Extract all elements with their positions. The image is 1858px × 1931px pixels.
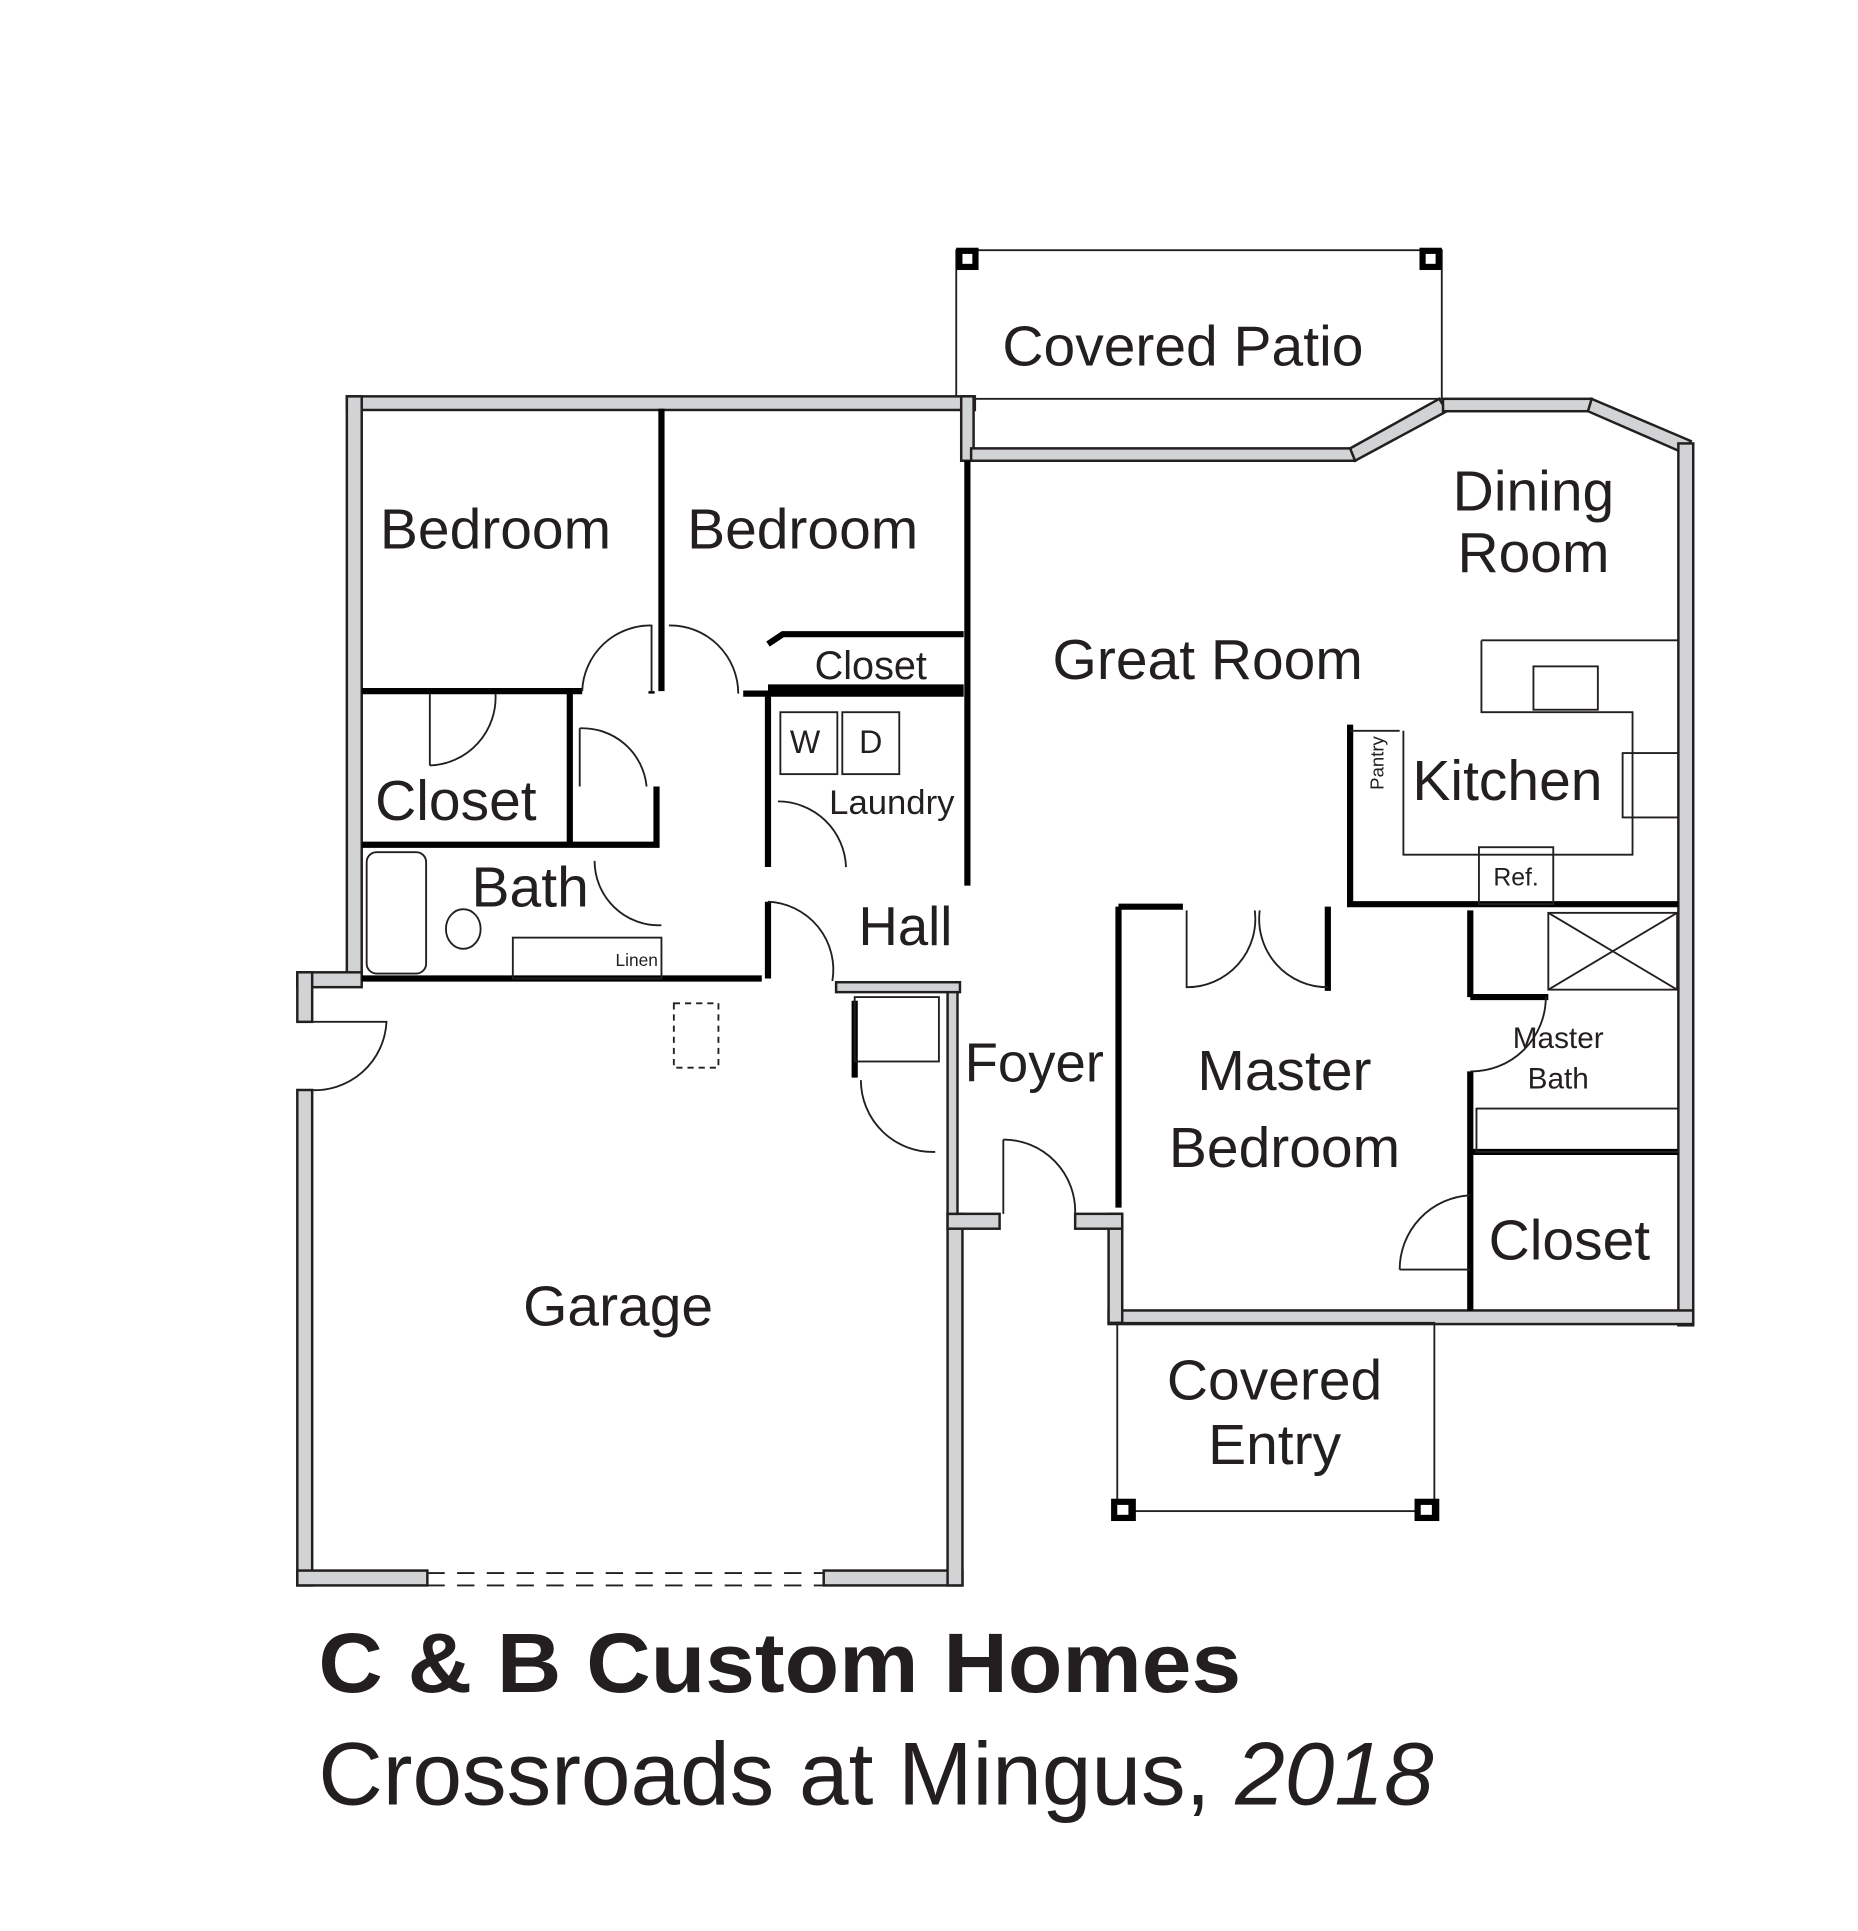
covered-entry	[1111, 1321, 1440, 1522]
year: 2018	[1234, 1724, 1434, 1824]
room-label-master-bedroom: Master	[1197, 1039, 1371, 1103]
interior-walls	[361, 408, 1680, 1311]
room-label-closet: Closet	[375, 769, 537, 833]
company-title: C & B Custom Homes	[318, 1616, 1241, 1710]
room-label-pantry: Pantry	[1367, 735, 1388, 789]
room-label-closet: Closet	[815, 644, 927, 688]
covered-patio	[955, 247, 1443, 400]
room-label-master-bedroom: Bedroom	[1169, 1116, 1400, 1180]
room-label-closet: Closet	[1489, 1209, 1651, 1273]
dryer-label: D	[859, 724, 882, 760]
exterior-walls	[296, 395, 1695, 1587]
room-label-foyer: Foyer	[965, 1032, 1104, 1093]
room-label-covered-entry: Covered	[1167, 1349, 1382, 1413]
room-label-bath: Bath	[472, 856, 589, 920]
washer-label: W	[790, 724, 821, 760]
room-label-hall: Hall	[859, 896, 953, 957]
room-label-covered-entry: Entry	[1208, 1413, 1341, 1477]
community-subtitle: Crossroads at Mingus, 2018	[318, 1724, 1434, 1824]
room-label-master-bath: Master	[1513, 1022, 1604, 1055]
community-name: Crossroads at Mingus,	[318, 1724, 1210, 1824]
room-label-master-bath: Bath	[1528, 1063, 1589, 1096]
room-label-kitchen: Kitchen	[1412, 749, 1602, 813]
room-label-bedroom: Bedroom	[687, 498, 918, 562]
room-label-dining-room: Room	[1457, 521, 1609, 585]
room-label-great-room: Great Room	[1053, 628, 1363, 692]
linen-label: Linen	[615, 950, 657, 970]
room-label-garage: Garage	[523, 1274, 713, 1338]
refrigerator-label: Ref.	[1493, 865, 1538, 892]
room-label-dining-room: Dining	[1453, 459, 1615, 523]
room-label-laundry: Laundry	[829, 784, 955, 822]
doors	[309, 624, 1547, 1271]
room-label-covered-patio: Covered Patio	[1002, 314, 1363, 378]
room-label-bedroom: Bedroom	[380, 498, 611, 562]
